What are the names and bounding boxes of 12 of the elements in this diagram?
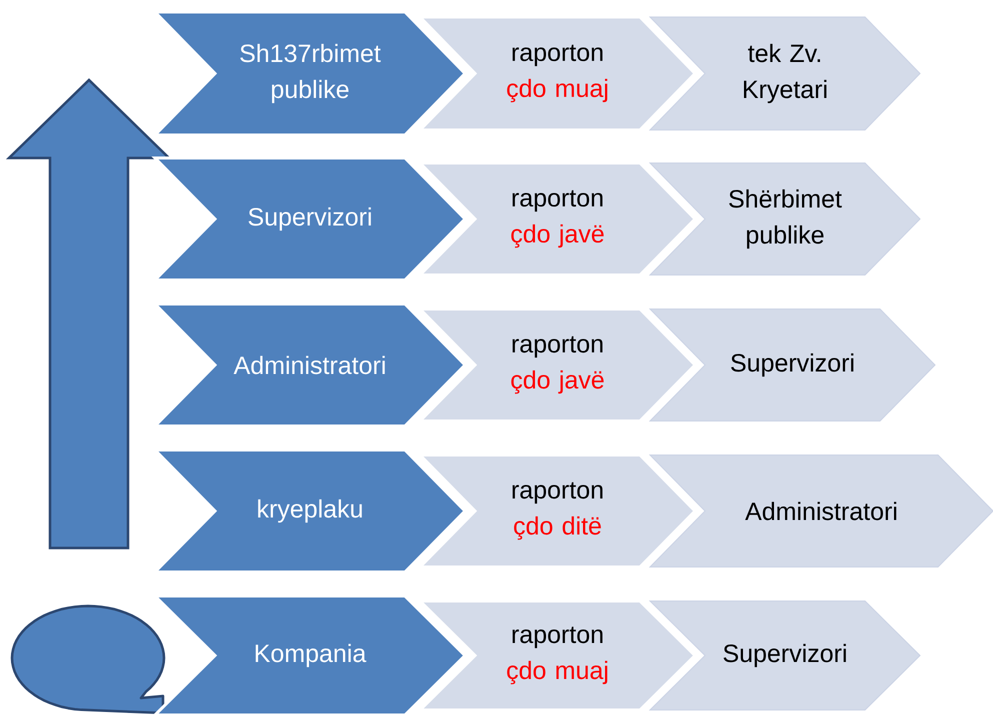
process-step: Administratori xyxy=(648,454,993,568)
node-label: çdo muaj xyxy=(507,660,608,684)
node-label: raporton xyxy=(512,626,602,648)
process-step: Shërbimet publike xyxy=(648,162,921,276)
speech-bubble xyxy=(10,604,166,714)
process-step: Supervizori xyxy=(648,600,921,710)
process-step: Kompania xyxy=(151,594,468,715)
process-step: tek Zv. Kryetari xyxy=(648,16,921,130)
node-label: Administratori xyxy=(745,502,896,520)
process-step: Supervizori xyxy=(151,156,468,282)
process-step: Supervizori xyxy=(648,308,936,422)
node-label: Supervizori xyxy=(724,644,846,668)
